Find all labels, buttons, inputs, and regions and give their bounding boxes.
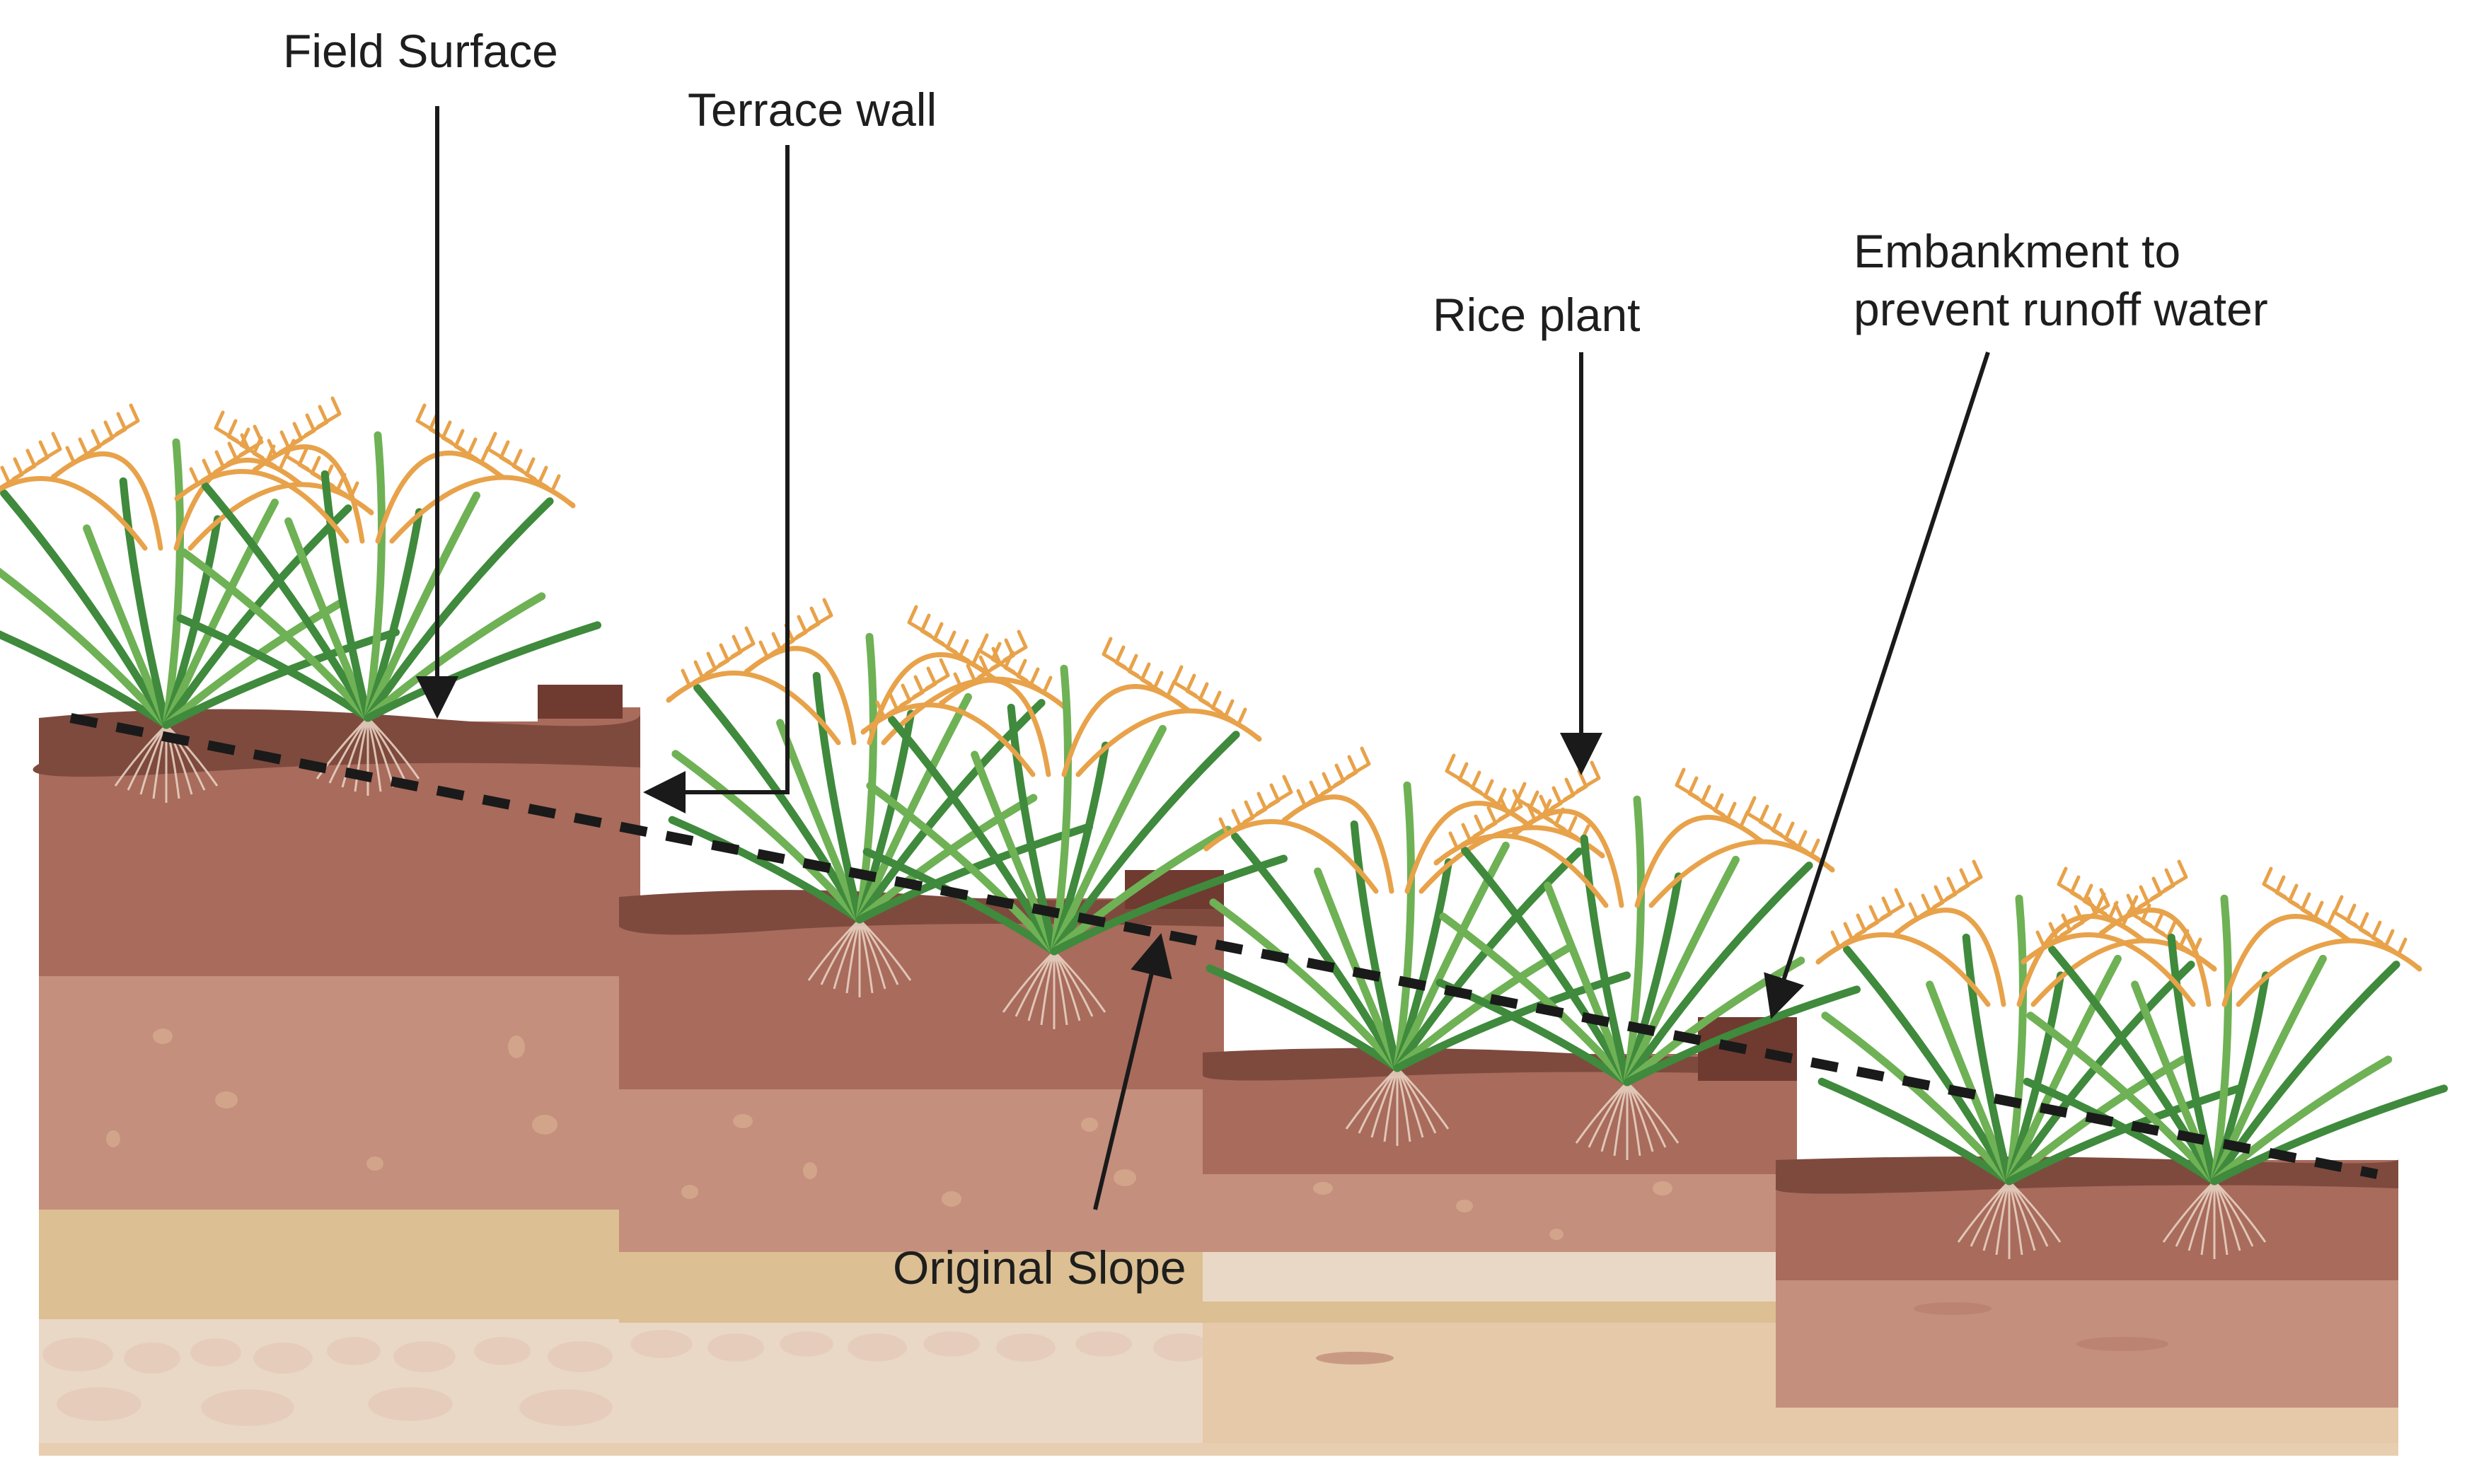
embankment-block-icon bbox=[1125, 870, 1224, 909]
root-icon bbox=[114, 724, 219, 803]
embankment-arrow bbox=[1764, 352, 1990, 1019]
root-icon bbox=[807, 918, 912, 997]
rice-plants bbox=[0, 396, 2449, 1259]
embankment-block-icon bbox=[538, 685, 623, 719]
root-icon bbox=[316, 717, 420, 796]
root-icon bbox=[2162, 1180, 2267, 1259]
leader-arrows bbox=[416, 106, 1990, 1210]
root-icon bbox=[1957, 1180, 2062, 1259]
original-slope-arrow bbox=[1093, 933, 1172, 1210]
label-rice-plant: Rice plant bbox=[1433, 289, 1641, 341]
terrace-step-4 bbox=[1775, 1157, 2399, 1450]
bedrock-strip bbox=[39, 1443, 2398, 1456]
rice-plant-icon bbox=[174, 396, 602, 796]
terrace-step-3 bbox=[1203, 1017, 1797, 1450]
label-terrace-wall: Terrace wall bbox=[688, 83, 937, 136]
root-icon bbox=[1345, 1067, 1450, 1146]
label-original-slope: Original Slope bbox=[893, 1241, 1186, 1294]
label-embankment-line1: Embankment to bbox=[1854, 225, 2180, 277]
label-field-surface: Field Surface bbox=[283, 25, 558, 77]
terrace-step-1 bbox=[33, 685, 640, 1450]
terrace-wall-arrow bbox=[643, 145, 790, 813]
label-embankment-line2: prevent runoff water bbox=[1854, 283, 2268, 335]
rice-plant-icon bbox=[860, 630, 1288, 1029]
root-icon bbox=[1002, 950, 1106, 1029]
rice-plant-icon bbox=[1433, 760, 1861, 1160]
rice-plant-icon bbox=[0, 403, 400, 803]
root-icon bbox=[1575, 1081, 1680, 1160]
terrace-step-2 bbox=[619, 870, 1224, 1450]
original-slope-line bbox=[69, 713, 2379, 1179]
